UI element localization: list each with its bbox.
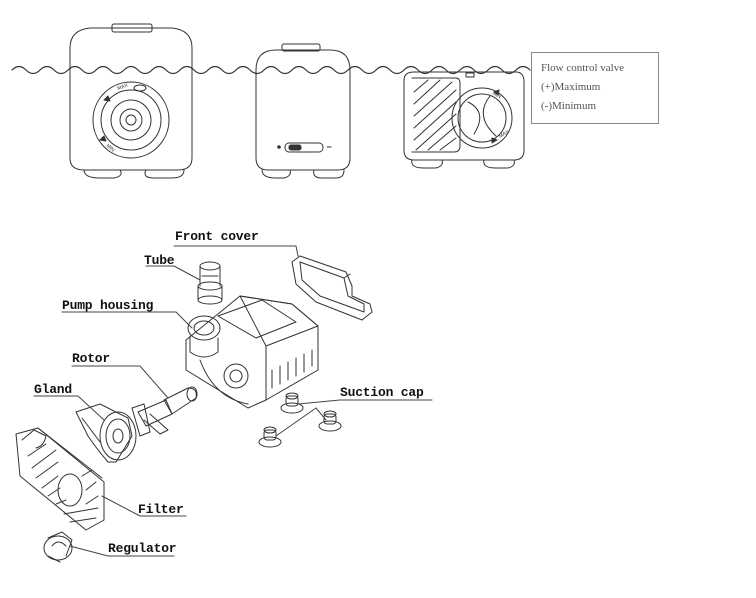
switch-slot [284,142,324,153]
pump-housing-part [185,295,319,409]
regulator-part [43,531,73,563]
flow-control-legend: Flow control valve (+)Maximum (-)Minimum [531,52,659,124]
filter-part [15,427,105,531]
side-dial-max-label: MAX [498,129,511,140]
front-view: MAX MIN [69,23,193,179]
front-cover-part [291,255,373,321]
label-front-cover: Front cover [175,229,259,244]
legend-maximum: (+)Maximum [541,81,601,93]
front-dial-min-label: MIN [105,143,116,154]
suction-cap-1 [280,392,304,414]
suction-cap-3 [318,410,342,432]
label-filter: Filter [138,502,184,517]
housing-outlet [187,315,221,341]
suction-cap-2 [258,426,282,448]
housing-vents [271,349,313,389]
side-dial-min-label: MIN [491,91,502,101]
filter-slots [27,443,99,523]
back-view [255,43,351,179]
front-dial-max-label: MAX [117,82,130,92]
label-pump-housing: Pump housing [62,298,154,313]
suction-caps-part [258,392,342,448]
label-tube: Tube [144,253,175,268]
front-dial [92,81,170,159]
gland-part [75,403,137,463]
label-gland: Gland [34,382,73,397]
legend-title: Flow control valve [541,62,625,74]
tube-part [197,261,223,305]
side-grille [413,79,457,151]
label-rotor: Rotor [72,351,111,366]
water-line [11,65,531,75]
leader-lines [33,245,433,557]
label-suction-cap: Suction cap [340,385,424,400]
rotor-part [131,386,198,437]
side-dial [451,87,513,149]
label-regulator: Regulator [108,541,177,556]
side-view: MIN MAX [403,71,525,169]
legend-minimum: (-)Minimum [541,100,596,112]
